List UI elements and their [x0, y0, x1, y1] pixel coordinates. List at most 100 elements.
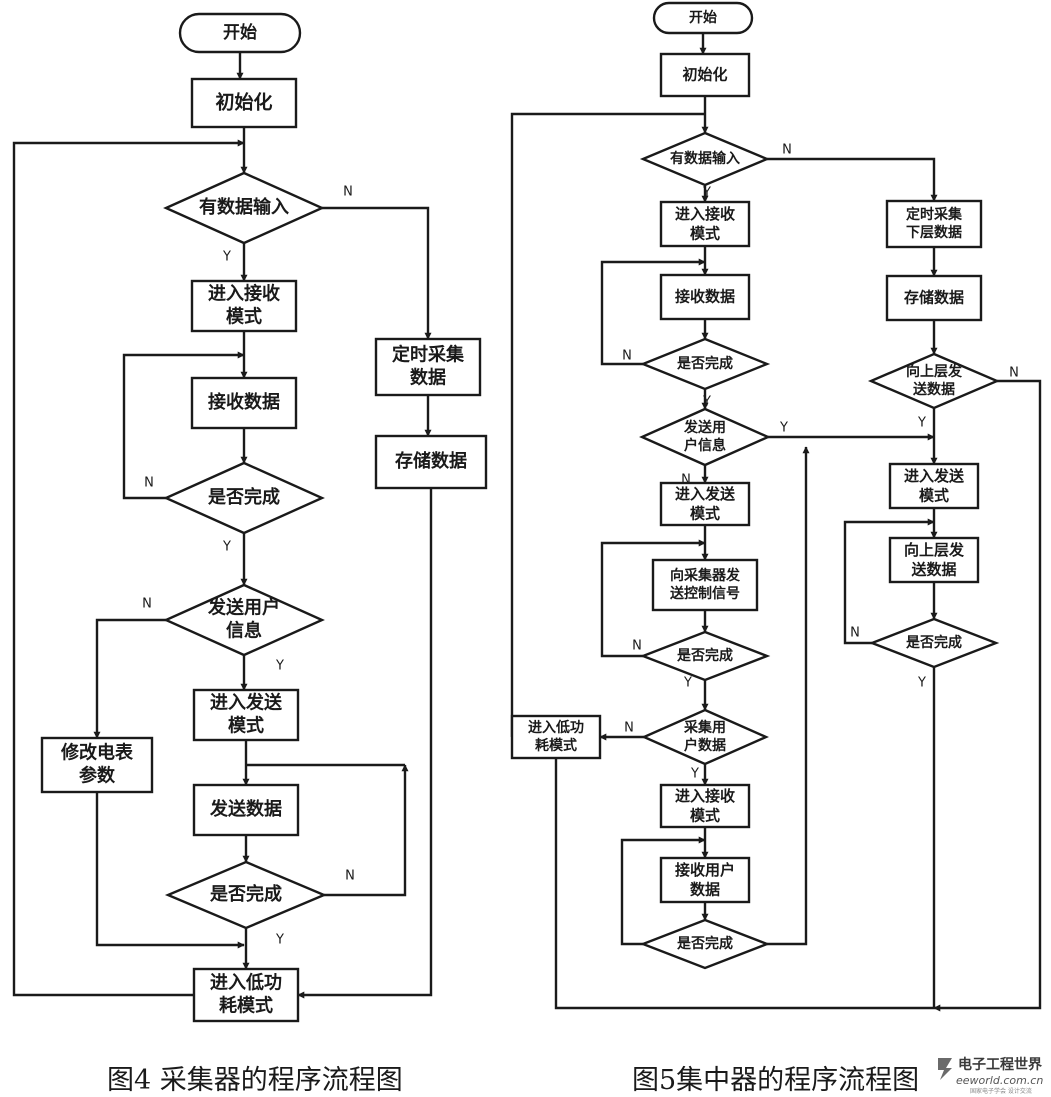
figure5-node-recv-data: 接收数据	[659, 273, 751, 321]
node-label: 存储数据	[395, 450, 467, 472]
figure5-node-upper-done: 是否完成	[868, 617, 1000, 669]
figure5-node-store-data: 存储数据	[885, 274, 983, 322]
node-label: 参数	[79, 765, 116, 787]
node-label: 模式	[690, 806, 720, 824]
node-label: 接收数据	[208, 391, 280, 413]
node-label: 向上层发	[904, 541, 965, 559]
node-label: 是否完成	[677, 935, 733, 952]
watermark-url: eeworld.com.cn	[956, 1074, 1044, 1087]
node-label: 向上层发	[906, 363, 963, 380]
node-label: 定时采集	[906, 206, 963, 223]
figure4-node-recv-data: 接收数据	[190, 376, 298, 430]
edge-label-no: N	[144, 476, 154, 491]
node-label: 是否完成	[207, 486, 280, 508]
node-label: 模式	[690, 504, 720, 522]
node-label: 模式	[226, 306, 262, 328]
connector	[510, 112, 705, 737]
node-label: 发送数据	[209, 798, 282, 820]
edge-label-no: N	[782, 143, 792, 158]
watermark-tagline: 国家电子学会 设计交流	[970, 1088, 1032, 1095]
edge-label-yes: Y	[917, 676, 926, 691]
edge-label-no: N	[850, 626, 860, 641]
connector	[843, 518, 935, 645]
edge-label-yes: Y	[702, 186, 711, 201]
connector	[122, 351, 245, 500]
node-label: 接收数据	[675, 288, 735, 306]
edge-label-no: N	[681, 473, 691, 488]
connector	[767, 157, 938, 202]
node-label: 户信息	[684, 437, 726, 454]
node-label: 进入接收	[675, 205, 735, 223]
edge-label-no: N	[1009, 366, 1019, 381]
node-label: 是否完成	[906, 634, 962, 651]
node-label: 下层数据	[906, 224, 962, 241]
eeworld-logo-icon	[938, 1058, 952, 1080]
node-label: 进入发送	[210, 691, 283, 713]
node-label: 修改电表	[60, 741, 134, 763]
node-label: 初始化	[682, 66, 727, 84]
node-label: 耗模式	[219, 995, 273, 1017]
connector-lines	[12, 33, 1042, 1012]
node-label: 进入发送	[675, 485, 736, 503]
node-label: 数据	[410, 367, 446, 389]
node-label: 进入接收	[675, 787, 735, 805]
figure5-caption: 图5集中器的程序流程图	[632, 1065, 920, 1096]
edge-label-yes: Y	[702, 395, 711, 410]
edge-label-no: N	[343, 185, 353, 200]
node-label: 向采集器发	[670, 567, 741, 584]
edge-label-yes: Y	[222, 540, 231, 555]
node-label: 接收用户	[675, 861, 735, 879]
edge-label-yes: Y	[779, 421, 788, 436]
connector	[95, 792, 245, 949]
figure4-caption: 图4 采集器的程序流程图	[107, 1065, 403, 1096]
figure5-node-has-input: 有数据输入	[639, 131, 771, 187]
edge-label-yes: Y	[222, 250, 231, 265]
connector	[767, 446, 810, 946]
watermark: 电子工程世界 eeworld.com.cn 国家电子学会 设计交流	[936, 1052, 1051, 1095]
connector	[297, 488, 433, 999]
connector	[322, 206, 432, 340]
edge-label-no: N	[345, 869, 355, 884]
node-label: 模式	[228, 715, 264, 737]
node-label: 初始化	[215, 91, 272, 114]
node-label: 是否完成	[677, 647, 733, 664]
node-label: 数据	[690, 880, 720, 898]
connector	[933, 379, 1042, 1012]
edge-label-no: N	[622, 349, 632, 364]
edge-label-yes: Y	[683, 676, 692, 691]
node-label: 存储数据	[904, 289, 964, 307]
node-label: 耗模式	[535, 737, 577, 754]
node-label: 发送用	[683, 419, 726, 436]
edge-label-no: N	[624, 721, 634, 736]
node-label: 模式	[690, 224, 720, 242]
figure4-node-recv-done: 是否完成	[163, 461, 325, 535]
node-label: 进入接收	[208, 282, 280, 304]
connector	[12, 139, 245, 997]
flowchart-nodes: 开始初始化有数据输入进入接收模式接收数据是否完成发送用户信息进入发送模式发送数据…	[40, 1, 1001, 1023]
node-label: 送数据	[912, 381, 955, 398]
connector	[554, 758, 934, 1010]
node-label: 是否完成	[677, 355, 733, 372]
edge-label-yes: Y	[275, 933, 284, 948]
edge-label-yes: Y	[690, 767, 699, 782]
figure5-node-recv-user-done: 是否完成	[639, 918, 771, 970]
figure4-node-has-input: 有数据输入	[163, 171, 325, 245]
node-label: 定时采集	[392, 343, 465, 365]
connector	[620, 836, 706, 946]
connector	[600, 539, 706, 658]
node-label: 开始	[223, 22, 257, 43]
